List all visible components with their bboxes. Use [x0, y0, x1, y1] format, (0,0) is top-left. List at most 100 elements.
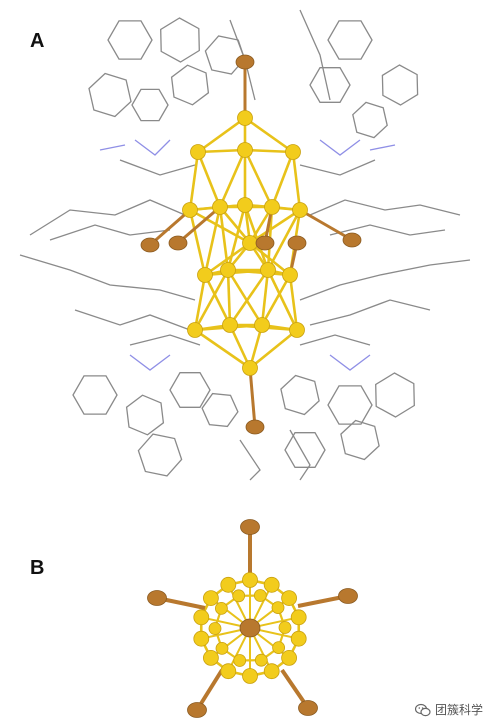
ligand-chain-7 — [299, 159, 376, 176]
watermark: 团簇科学 — [414, 701, 483, 718]
halide-atom — [255, 235, 275, 251]
panel-b-label: B — [30, 557, 45, 579]
halide-atom — [240, 519, 260, 535]
gold-atom — [232, 589, 246, 603]
cluster-b-atoms — [147, 519, 358, 718]
gold-bond — [226, 269, 232, 326]
gold-bond — [291, 151, 302, 211]
ligand-nitrogen-bond-3 — [329, 354, 371, 371]
gold-atom — [292, 202, 308, 218]
gold-atom — [208, 622, 222, 635]
ligand-chain-5 — [299, 259, 471, 301]
halide-atom — [298, 700, 318, 716]
ligand-ring-1 — [160, 17, 200, 63]
gold-atom — [187, 322, 203, 338]
gold-atom — [281, 590, 298, 606]
ligand-chain-6 — [119, 159, 196, 176]
ligand-nitrogen-bond-5 — [369, 144, 396, 151]
halide-atom — [187, 702, 207, 718]
ligand-chain-1 — [49, 224, 171, 241]
gold-bond — [288, 274, 299, 331]
ligand-ring-2 — [204, 35, 246, 75]
ligand-chain-8 — [129, 334, 201, 346]
ligand-ring-0 — [107, 20, 153, 60]
halide-atom — [147, 590, 167, 606]
halide-atom — [287, 235, 307, 251]
halide-bond — [149, 208, 191, 247]
ligand-nitrogen-bond-0 — [134, 139, 171, 156]
gold-bond — [270, 151, 295, 208]
wechat-icon — [414, 703, 431, 716]
gold-bond — [194, 328, 251, 370]
gold-atom — [197, 267, 213, 283]
ligand-ring-13 — [280, 374, 320, 416]
ligand-ring-16 — [137, 433, 183, 477]
gold-atom — [237, 197, 253, 213]
ligand-ring-11 — [125, 394, 165, 436]
ligand-ring-14 — [327, 385, 373, 425]
ligand-chain-13 — [289, 429, 311, 481]
panel-a-label: A — [30, 30, 45, 52]
gold-atom — [202, 590, 219, 606]
gold-bond — [204, 241, 251, 277]
gold-bond — [266, 209, 302, 271]
gold-atom — [190, 144, 206, 160]
gold-atom — [214, 602, 228, 615]
gold-atom — [278, 621, 292, 634]
gold-bond — [260, 269, 270, 326]
gold-bond — [226, 204, 247, 271]
gold-atom — [193, 630, 210, 647]
gold-bond — [249, 241, 291, 277]
ligand-ring-8 — [309, 67, 351, 103]
gold-bond — [226, 269, 264, 326]
gold-atom — [215, 642, 229, 655]
halide-bond — [299, 208, 353, 242]
gold-atom — [182, 202, 198, 218]
gold-atom — [289, 322, 305, 338]
gold-atom — [220, 663, 237, 680]
ligand-ring-9 — [352, 101, 388, 139]
gold-atom — [272, 641, 286, 654]
gold-bond — [244, 148, 294, 154]
gold-atom — [237, 142, 253, 158]
gold-bond — [249, 328, 298, 370]
ligand-nitrogen-bond-1 — [319, 139, 361, 156]
gold-bond — [228, 269, 270, 326]
gold-atom — [254, 653, 268, 667]
gold-bond — [193, 274, 207, 331]
gold-bond — [218, 149, 247, 208]
gold-bond — [244, 116, 294, 154]
gold-bond — [197, 116, 246, 154]
ligand-ring-17 — [284, 432, 326, 468]
ligand-chain-11 — [299, 9, 331, 101]
ligand-chain-4 — [19, 254, 196, 301]
ligand-ring-10 — [72, 375, 118, 415]
halide-bond — [248, 367, 257, 428]
gold-bond — [260, 274, 292, 326]
ligand-ring-5 — [88, 72, 132, 118]
gold-atom — [193, 609, 210, 626]
gold-atom — [253, 589, 267, 602]
gold-atom — [290, 609, 307, 626]
halide-atom — [245, 419, 265, 435]
gold-atom — [260, 262, 276, 278]
gold-atom — [282, 267, 298, 283]
gold-atom — [242, 572, 258, 588]
gold-atom — [271, 601, 285, 614]
gold-atom — [242, 235, 258, 251]
gold-atom — [263, 576, 280, 593]
ligand-chain-2 — [309, 199, 461, 216]
gold-bond — [189, 208, 251, 245]
gold-bond — [249, 208, 301, 245]
gold-bond — [188, 209, 207, 276]
ligand-ring-7 — [170, 64, 210, 106]
gold-atom — [233, 654, 247, 667]
gold-atom — [290, 630, 307, 647]
halide-bond — [177, 205, 221, 245]
ligand-ring-4 — [381, 64, 419, 106]
ligand-nitrogen-bond-4 — [99, 144, 126, 151]
ligand-ring-3 — [327, 20, 373, 60]
ligand-chain-12 — [239, 439, 261, 481]
gold-atom — [242, 668, 258, 684]
